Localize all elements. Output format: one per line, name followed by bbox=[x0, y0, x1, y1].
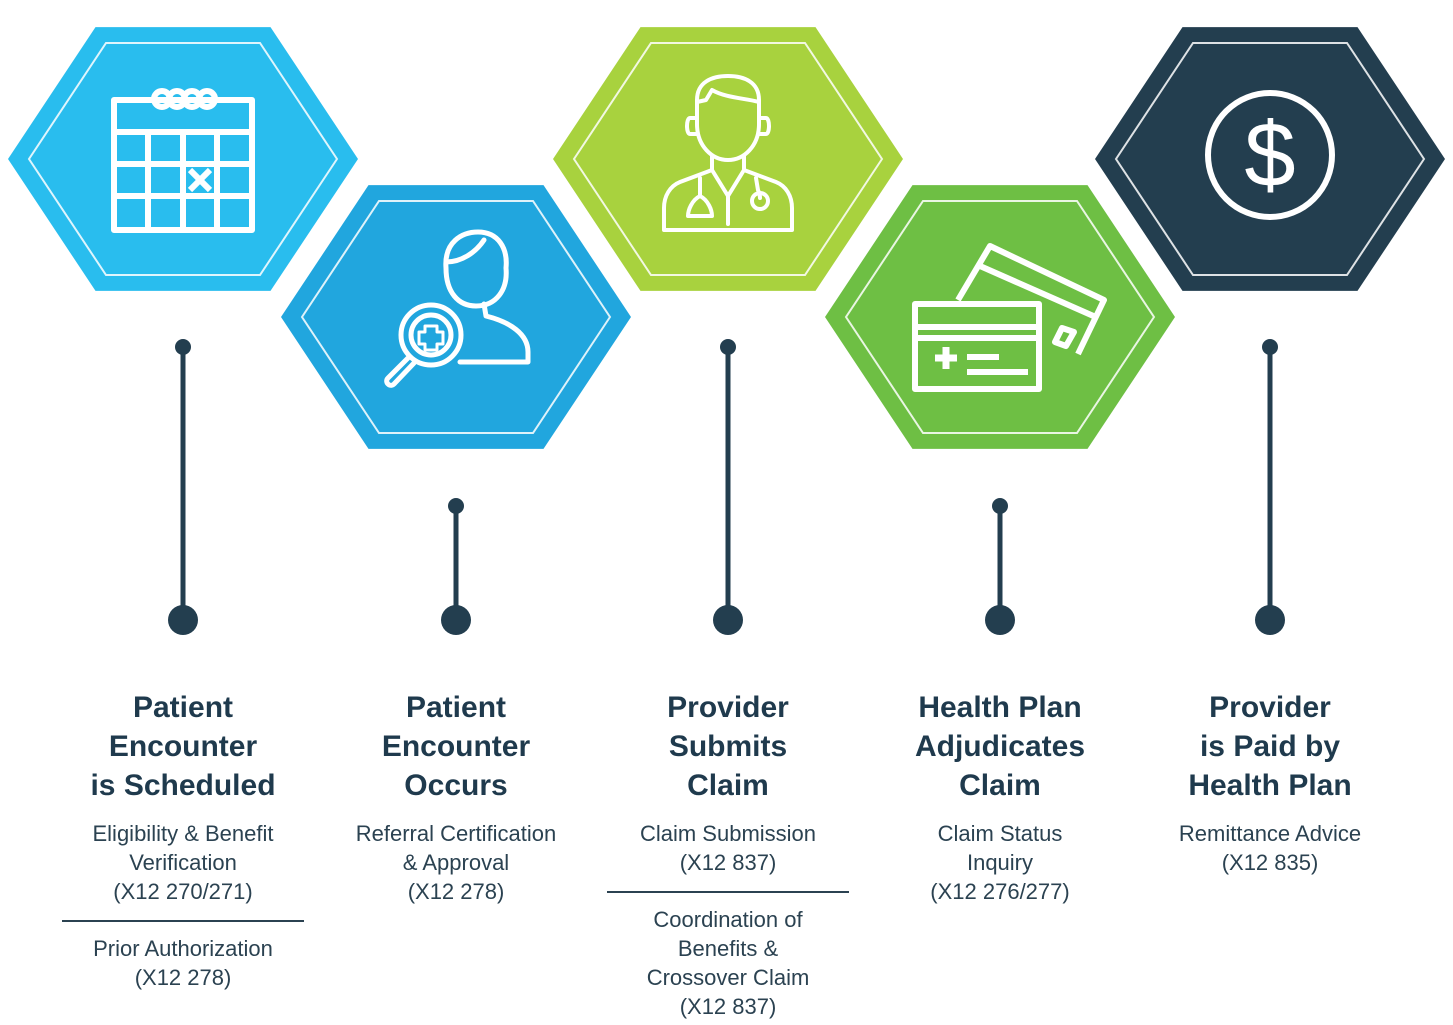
transaction-line: Remittance Advice bbox=[1178, 821, 1362, 846]
transaction-detail: Prior Authorization (X12 278) bbox=[48, 934, 318, 992]
transaction-detail: Referral Certification & Approval (X12 278… bbox=[321, 819, 591, 906]
step-title-line: Health Plan bbox=[1188, 769, 1352, 802]
transaction-line: (X12 835) bbox=[1221, 850, 1319, 875]
dollar-icon: $ bbox=[1205, 90, 1335, 220]
transaction-line: (X12 837) bbox=[679, 850, 777, 875]
transaction-line: Prior Authorization bbox=[93, 936, 273, 961]
step-title-line: Encounter bbox=[381, 730, 531, 763]
insurance-card-icon bbox=[912, 243, 1107, 392]
step-title-line: Occurs bbox=[404, 769, 508, 802]
step-title-line: Claim bbox=[687, 769, 769, 802]
transaction-detail: Coordination of Benefits & Crossover Claim… bbox=[593, 905, 863, 1021]
transaction-line: & Approval bbox=[402, 850, 510, 875]
step-title-line: Submits bbox=[668, 730, 788, 763]
transaction-line: Verification bbox=[129, 850, 237, 875]
step-connector bbox=[713, 339, 743, 635]
transaction-line: Inquiry bbox=[966, 850, 1034, 875]
step-title-line: Adjudicates bbox=[914, 730, 1086, 763]
step-title-line: Encounter bbox=[108, 730, 258, 763]
step-title-line: Patient bbox=[132, 691, 234, 724]
step-connector bbox=[1255, 339, 1285, 635]
section-divider bbox=[607, 891, 849, 893]
step-title-line: Provider bbox=[1209, 691, 1331, 724]
patient-search-icon bbox=[384, 229, 531, 388]
step-title: Provider is Paid by Health Plan bbox=[1135, 688, 1405, 805]
transaction-line: Referral Certification bbox=[355, 821, 557, 846]
transaction-line: Claim Submission bbox=[639, 821, 817, 846]
step-title-line: is Paid by bbox=[1199, 730, 1341, 763]
transaction-line: Coordination of bbox=[653, 907, 803, 932]
doctor-icon bbox=[662, 74, 794, 232]
step-title-line: Health Plan bbox=[918, 691, 1082, 724]
transaction-line: (X12 270/271) bbox=[113, 879, 253, 904]
transaction-detail: Claim Submission (X12 837) bbox=[593, 819, 863, 877]
transaction-line: Benefits & bbox=[677, 936, 779, 961]
transaction-line: (X12 278) bbox=[134, 965, 232, 990]
svg-text:$: $ bbox=[1244, 104, 1295, 206]
transaction-line: Claim Status bbox=[937, 821, 1063, 846]
transaction-detail: Remittance Advice (X12 835) bbox=[1135, 819, 1405, 877]
transaction-line: (X12 837) bbox=[679, 994, 777, 1019]
transaction-line: (X12 278) bbox=[407, 879, 505, 904]
step-connector bbox=[441, 498, 471, 635]
step-title-line: Provider bbox=[667, 691, 789, 724]
transaction-line: (X12 276/277) bbox=[930, 879, 1070, 904]
step-hexagon bbox=[1095, 27, 1445, 291]
transaction-line: Crossover Claim bbox=[646, 965, 810, 990]
step-title-line: Claim bbox=[959, 769, 1041, 802]
transaction-line: Eligibility & Benefit bbox=[92, 821, 274, 846]
step-connector bbox=[168, 339, 198, 635]
step-connector bbox=[985, 498, 1015, 635]
section-divider bbox=[62, 920, 304, 922]
calendar-icon bbox=[111, 88, 255, 233]
step-title-line: Patient bbox=[405, 691, 507, 724]
step-title-line: is Scheduled bbox=[90, 769, 276, 802]
